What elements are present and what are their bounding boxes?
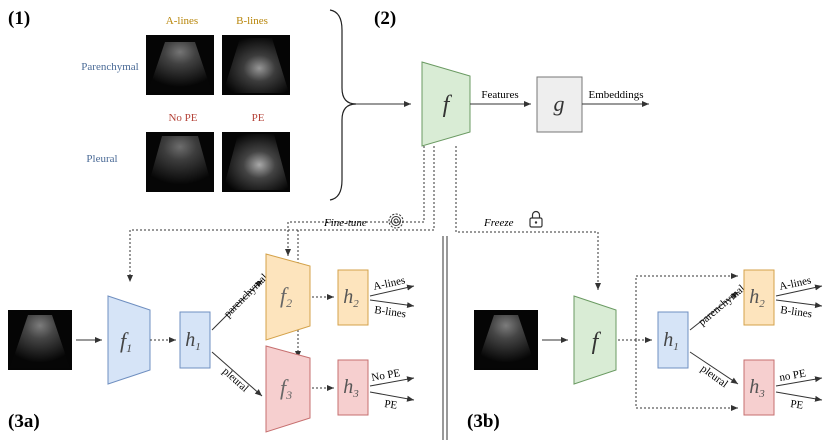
bypass-to-h2-3b: [635, 273, 738, 340]
head-h2-3b-label: h2: [749, 286, 765, 310]
finetune-label: Fine-tune: [323, 217, 367, 229]
encoder-f1-label: f1: [120, 328, 132, 355]
panel-label-3b: (3b): [467, 411, 500, 432]
finetune-path-f2: [285, 146, 425, 256]
arrow-h1-to-f2: [211, 279, 263, 331]
panel-label-1: (1): [8, 8, 30, 29]
head-h2-3b: [743, 269, 775, 326]
label-b-lines: B-lines: [236, 15, 268, 27]
arrow-h1-to-h2-3b: [689, 291, 739, 331]
out-pe-3a: PE: [384, 398, 399, 412]
out-nope-3a: No PE: [370, 367, 401, 384]
finetune-path-f1: [127, 146, 435, 282]
arrow-out-nope-3a: [369, 376, 415, 387]
head-h1-3b: [657, 311, 689, 369]
arrow-h1-to-f3: [211, 351, 263, 397]
label-parenchymal: Parenchymal: [81, 61, 138, 73]
encoder-f1: [107, 295, 151, 385]
arrow-out-pe-3a: [369, 391, 415, 402]
head-h1-3a: [179, 311, 211, 369]
projection-g: [536, 76, 583, 133]
encoder-f3-label: f3: [280, 375, 292, 402]
out-blines-3a: B-lines: [374, 304, 407, 320]
head-h3-3b: [743, 359, 775, 416]
encoder-f3: [265, 345, 311, 433]
branch-parenchymal-3a: parenchymal: [222, 271, 271, 320]
encoder-f2: [265, 253, 311, 341]
arrow-out-nope-3b: [775, 376, 823, 387]
head-h3-3b-label: h3: [749, 376, 765, 400]
arrow-out-blines-3b: [775, 299, 823, 309]
label-a-lines: A-lines: [166, 15, 198, 27]
lock-icon: [529, 210, 543, 228]
features-label: Features: [481, 89, 518, 101]
bypass-to-h3-3b: [635, 340, 738, 411]
encoder-f-3b-label: f: [592, 329, 602, 355]
arrow-h1-to-h3-3b: [689, 351, 739, 385]
arrow-out-blines-3a: [369, 299, 415, 309]
freeze-path: [455, 146, 601, 290]
out-pe-3b: PE: [790, 398, 805, 412]
encoder-f-3b: [573, 295, 617, 385]
label-pe: PE: [252, 112, 265, 124]
label-no-pe: No PE: [168, 112, 197, 124]
encoder-f2-label: f2: [280, 283, 292, 310]
embeddings-label: Embeddings: [589, 89, 644, 101]
out-blines-3b: B-lines: [780, 304, 813, 320]
head-h1-3a-label: h1: [185, 329, 201, 353]
branch-pleural-3a: pleural: [220, 365, 251, 394]
label-pleural: Pleural: [86, 153, 117, 165]
branch-parenchymal-3b: parenchymal: [696, 283, 747, 329]
out-alines-3a: A-lines: [372, 274, 406, 292]
head-h2-3a: [337, 269, 369, 326]
out-nope-3b: no PE: [778, 367, 807, 383]
arrow-out-alines-3b: [775, 284, 823, 297]
head-h3-3a: [337, 359, 369, 416]
gear-icon: [388, 213, 404, 229]
panel-label-2: (2): [374, 8, 396, 29]
freeze-label: Freeze: [483, 217, 514, 229]
panel-label-3a: (3a): [8, 411, 40, 432]
arrow-out-pe-3b: [775, 391, 823, 402]
branch-pleural-3b: pleural: [698, 363, 730, 391]
head-h2-3a-label: h2: [343, 286, 359, 310]
arrow-out-alines-3a: [369, 284, 415, 297]
grouping-brace: [329, 9, 357, 201]
out-alines-3b: A-lines: [778, 274, 812, 292]
encoder-f-label: f: [443, 92, 453, 118]
encoder-f: [421, 61, 471, 147]
projection-g-label: g: [554, 91, 565, 116]
head-h3-3a-label: h3: [343, 376, 359, 400]
head-h1-3b-label: h1: [663, 329, 679, 353]
